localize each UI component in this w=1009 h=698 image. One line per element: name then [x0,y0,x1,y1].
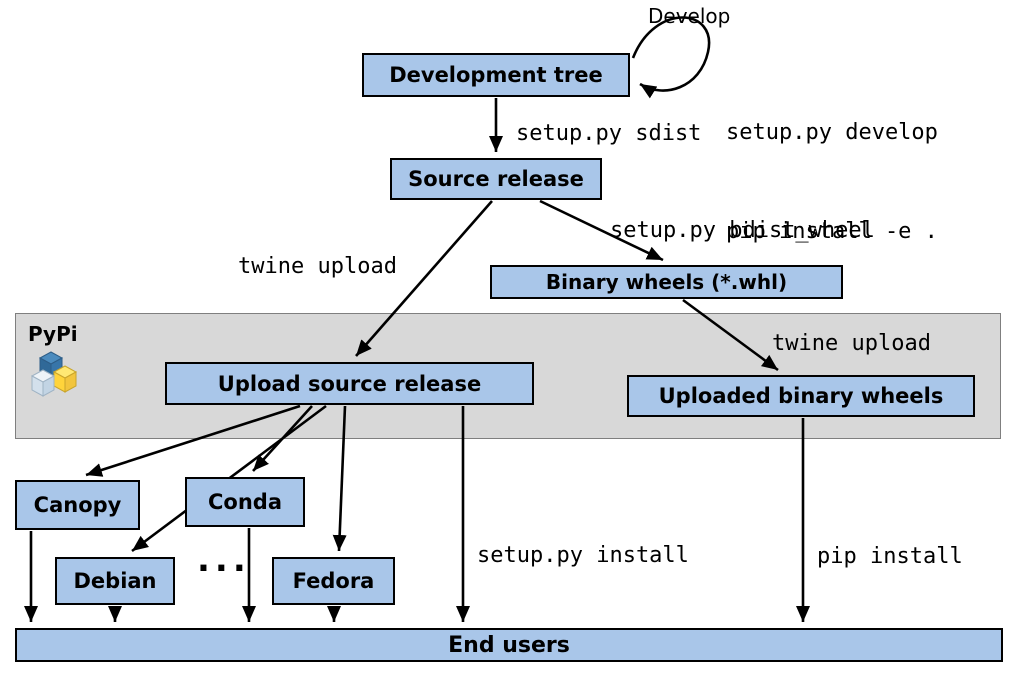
pypi-logo-icon [30,351,78,397]
label-setup-develop: setup.py develop pip install -e . [726,50,938,314]
label-pip-install: pip install [817,544,963,569]
node-canopy: Canopy [15,480,140,530]
edge-upload-to-canopy [85,404,301,477]
label-setup-develop-line2: pip install -e . [726,219,938,244]
node-binary-wheels: Binary wheels (*.whl) [490,265,843,299]
label-setup-bdist-wheel: setup.py bdist_wheel [610,218,875,243]
node-conda: Conda [185,477,305,527]
pypi-label: PyPi [28,322,78,346]
label-twine-upload-right: twine upload [772,331,931,356]
label-setup-install: setup.py install [477,543,689,568]
edge-develop-loop [631,16,711,99]
node-uploaded-binary-wheels: Uploaded binary wheels [627,375,975,417]
label-setup-sdist: setup.py sdist [516,121,702,146]
node-debian: Debian [55,557,175,605]
node-development-tree: Development tree [362,53,630,97]
label-ellipsis: ... [197,540,251,580]
label-setup-develop-line1: setup.py develop [726,120,938,145]
edge-source-to-upload [355,200,493,357]
node-end-users: End users [15,628,1003,662]
edge-binary-to-uploaded [682,298,779,372]
node-source-release: Source release [390,158,602,200]
edge-source-to-binary [539,199,664,262]
node-upload-source-release: Upload source release [165,362,534,405]
edge-upload-to-fedora [332,405,347,552]
label-develop: Develop [648,4,731,28]
node-fedora: Fedora [272,557,395,605]
label-twine-upload-left: twine upload [238,254,397,279]
